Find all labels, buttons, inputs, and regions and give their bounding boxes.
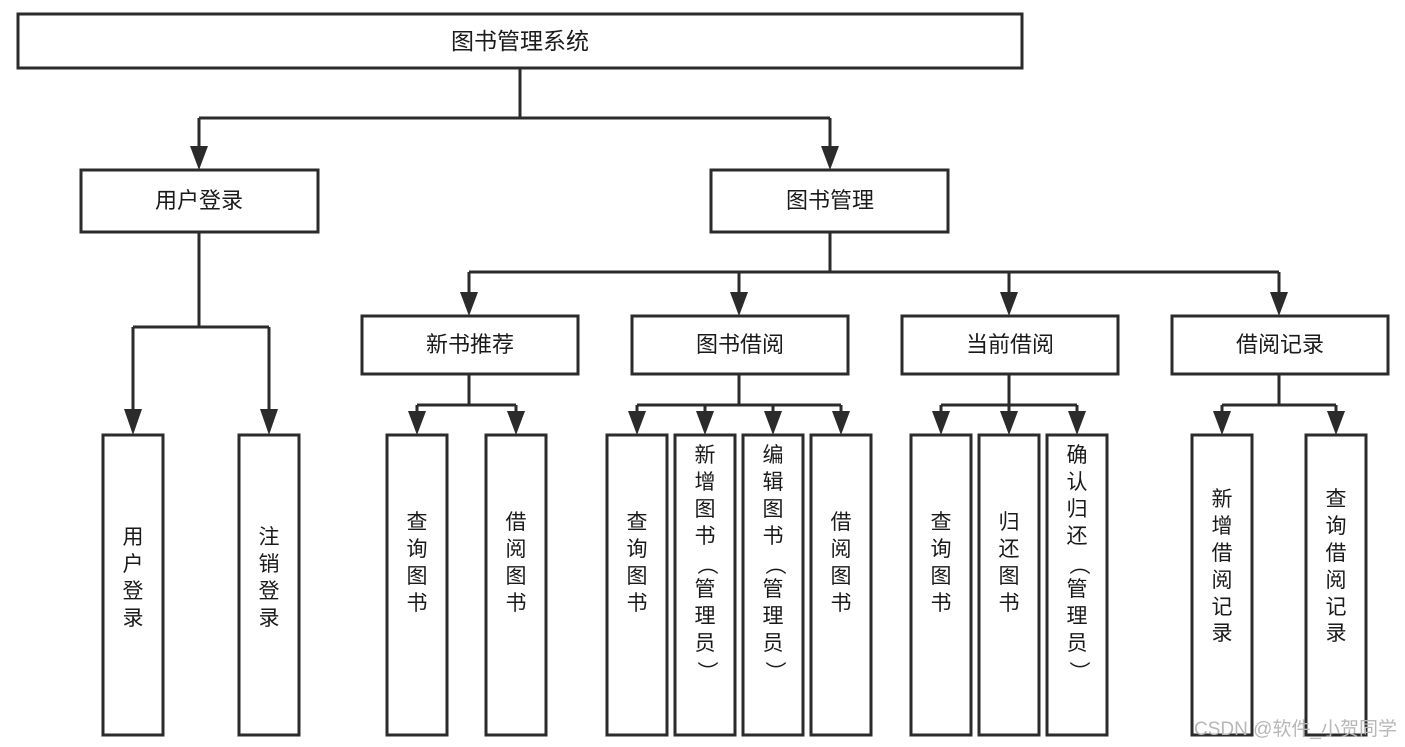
leaf-box-query-book-2[interactable] <box>605 433 669 737</box>
connector-newbook-to-leaves <box>408 374 525 435</box>
leaf-box-logout[interactable] <box>237 433 301 737</box>
connector-root-to-level2 <box>190 68 839 170</box>
connector-userlogin-to-leaves <box>124 232 278 435</box>
connector-bookmgmt-to-level3 <box>460 232 1288 316</box>
node-book-management[interactable]: 图书管理 <box>709 168 950 234</box>
leaf-box-add-borrow-record[interactable] <box>1190 433 1254 737</box>
leaf-box-edit-book-admin[interactable] <box>741 433 805 737</box>
node-book-borrow-label: 图书借阅 <box>696 332 784 357</box>
leaf-box-borrow-book-1[interactable] <box>484 433 548 737</box>
node-current-borrow[interactable]: 当前借阅 <box>900 314 1120 376</box>
connector-currentborrow-to-leaves <box>932 374 1086 435</box>
leaf-book-borrow-group <box>605 433 873 737</box>
leaf-box-user-login[interactable] <box>101 433 165 737</box>
node-root[interactable]: 图书管理系统 <box>16 12 1024 70</box>
leaf-box-query-book-3[interactable] <box>909 433 973 737</box>
leaf-box-query-borrow-record[interactable] <box>1304 433 1368 737</box>
node-book-borrow[interactable]: 图书借阅 <box>630 314 850 376</box>
node-new-book-recommend-label: 新书推荐 <box>426 332 514 357</box>
node-new-book-recommend[interactable]: 新书推荐 <box>360 314 580 376</box>
connector-borrowrecord-to-leaves <box>1213 374 1345 435</box>
leaf-current-borrow-group <box>909 433 1109 737</box>
node-borrow-record[interactable]: 借阅记录 <box>1170 314 1390 376</box>
connector-bookborrow-to-leaves <box>628 374 850 435</box>
node-book-management-label: 图书管理 <box>786 188 874 213</box>
leaf-box-borrow-book-2[interactable] <box>809 433 873 737</box>
leaf-user-login-group <box>101 433 301 737</box>
leaf-new-book-group <box>385 433 548 737</box>
node-root-label: 图书管理系统 <box>451 28 589 54</box>
node-user-login[interactable]: 用户登录 <box>79 168 320 234</box>
leaf-box-confirm-return-admin[interactable] <box>1045 433 1109 737</box>
node-current-borrow-label: 当前借阅 <box>966 332 1054 357</box>
leaf-box-add-book-admin[interactable] <box>673 433 737 737</box>
leaf-box-query-book-1[interactable] <box>385 433 449 737</box>
leaf-borrow-record-group <box>1190 433 1368 737</box>
leaf-box-return-book[interactable] <box>977 433 1041 737</box>
node-user-login-label: 用户登录 <box>155 188 243 213</box>
node-borrow-record-label: 借阅记录 <box>1236 332 1324 357</box>
